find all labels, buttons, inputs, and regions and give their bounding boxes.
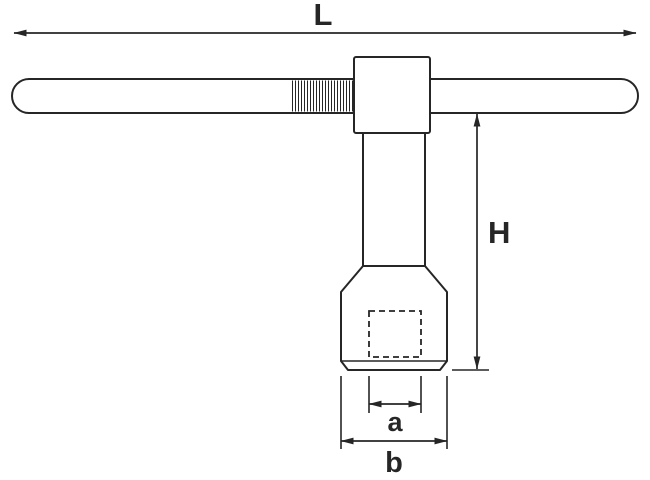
dimension-label-H: H [488,215,510,250]
shank [362,132,426,267]
dimension-socket-width: b [340,376,448,479]
drive-hole-hidden-outline [368,310,422,358]
dimension-overall-height: H [452,113,510,371]
socket-body [340,265,448,371]
wrench-outline [11,56,639,371]
dimension-square-drive: a [368,376,422,437]
dimension-overall-length: L [13,0,637,37]
dimension-label-L: L [314,0,333,32]
dimension-label-b: b [385,447,403,479]
knurling-texture [291,80,355,112]
dimension-label-a: a [387,407,403,437]
head-block [353,56,431,134]
